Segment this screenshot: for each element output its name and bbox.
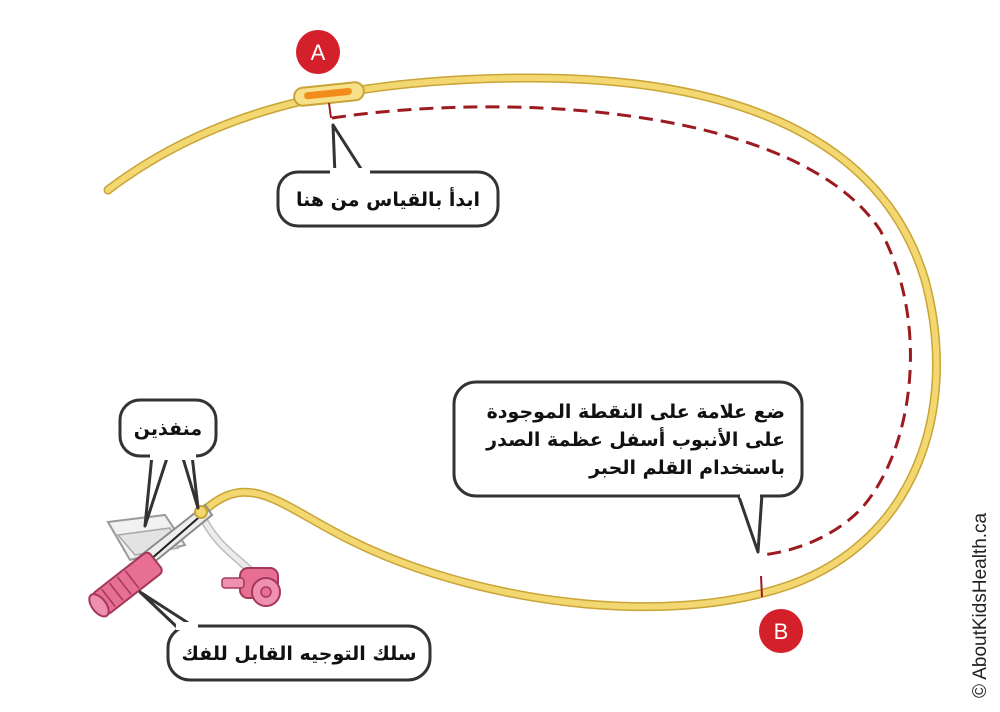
marker-a: A — [296, 30, 340, 74]
callout-mark-point-line-3: باستخدام القلم الحبر — [588, 457, 785, 479]
callout-start-measure: ابدأ بالقياس من هنا — [276, 123, 500, 228]
callout-start-measure-text: ابدأ بالقياس من هنا — [296, 187, 480, 211]
measurement-start-marker — [293, 81, 365, 119]
catheter-hub-device — [88, 503, 281, 618]
catheter-tube — [103, 73, 941, 612]
callout-guidewire-text: سلك التوجيه القابل للفك — [181, 643, 416, 665]
callout-guidewire: سلك التوجيه القابل للفك — [138, 590, 432, 682]
callout-mark-point-line-2: على الأنبوب أسفل عظمة الصدر — [485, 427, 785, 451]
marker-a-label: A — [311, 40, 326, 65]
marker-b-label: B — [774, 619, 789, 644]
point-b-tick — [760, 575, 763, 598]
callout-mark-point-line-1: ضع علامة على النقطة الموجودة — [487, 401, 785, 423]
callout-mark-point: ضع علامة على النقطة الموجودة على الأنبوب… — [452, 380, 804, 554]
callout-ports-text: منفذين — [134, 418, 202, 440]
marker-b: B — [759, 609, 803, 653]
measurement-dashed-line — [331, 105, 912, 557]
callout-ports: منفذين — [118, 398, 218, 528]
copyright-credit: © AboutKidsHealth.ca — [970, 512, 991, 698]
